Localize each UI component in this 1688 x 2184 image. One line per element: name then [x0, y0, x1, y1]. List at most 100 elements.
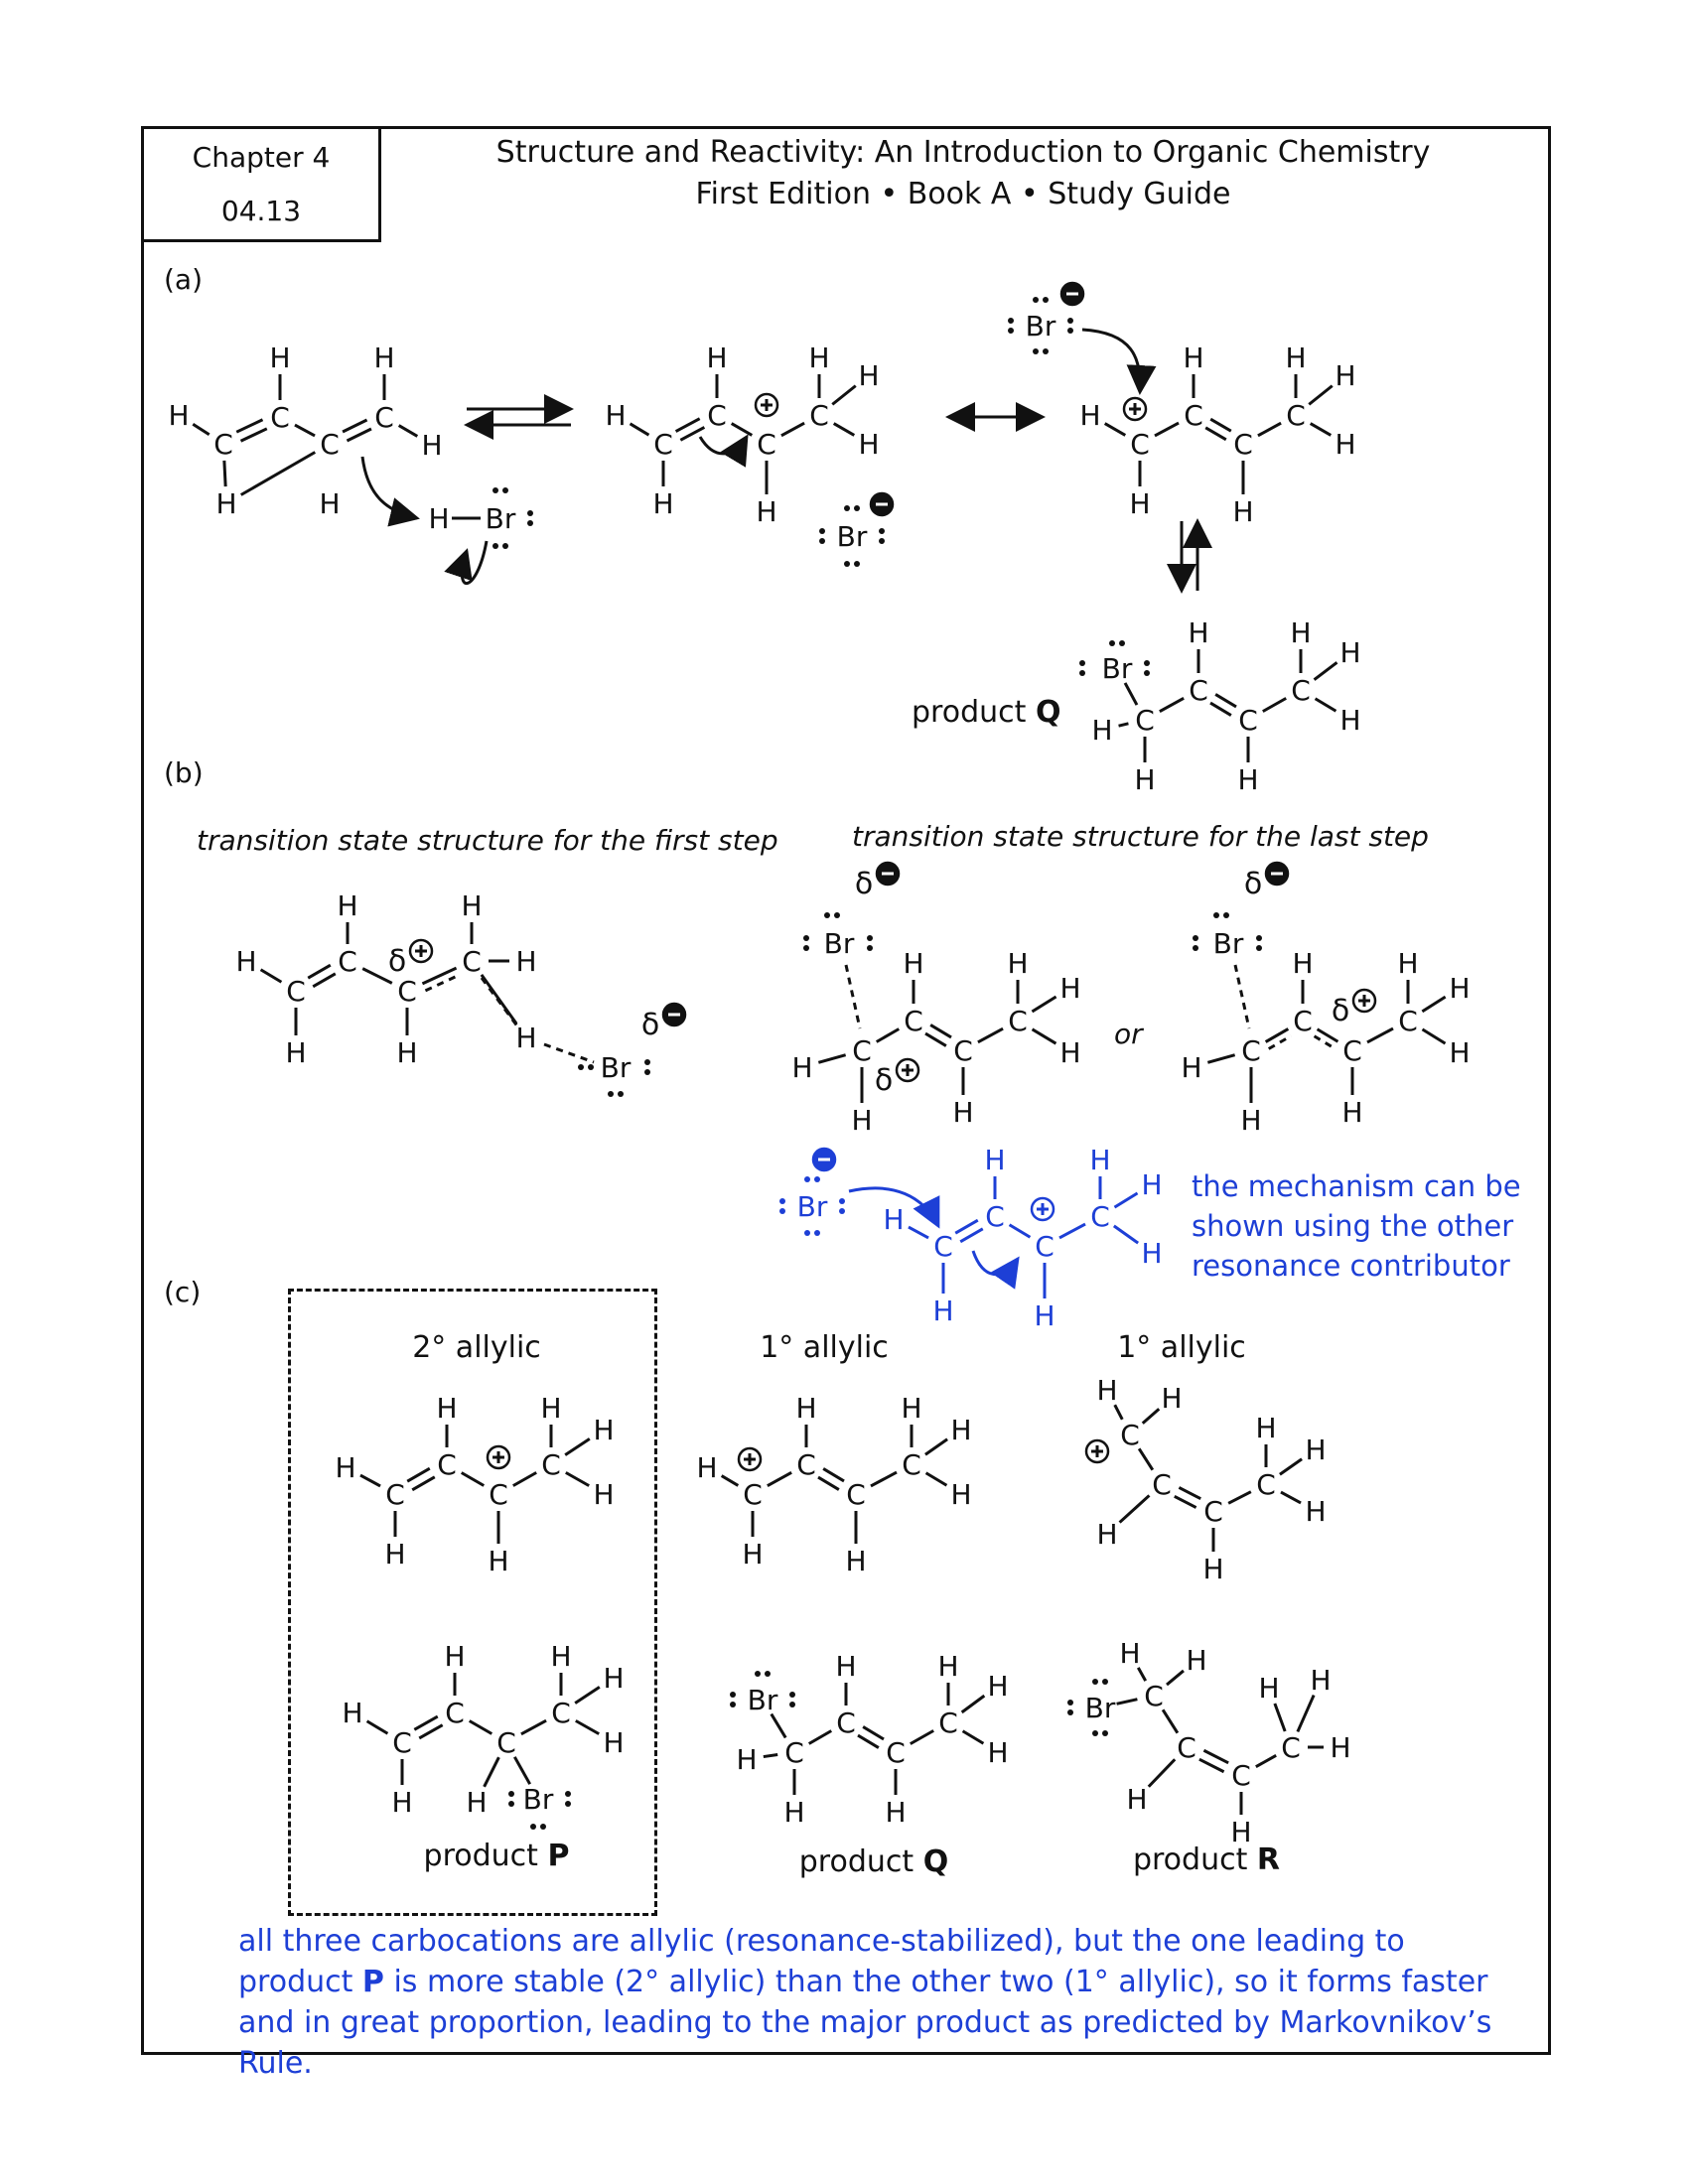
bond	[1118, 1494, 1151, 1524]
atom-label: C	[1293, 1005, 1313, 1037]
lone-pair-dot	[779, 1198, 785, 1204]
atom-label: H	[987, 1670, 1008, 1703]
atom-label: H	[269, 341, 290, 374]
bond	[307, 963, 332, 980]
atom-label: H	[1240, 1104, 1261, 1137]
atom-label: Br	[748, 1684, 778, 1716]
atom-label: δ	[855, 867, 873, 901]
atom-label: H	[285, 1036, 306, 1069]
atom-label: H	[652, 487, 673, 520]
bond	[1031, 1027, 1057, 1045]
lone-pair-dot	[789, 1692, 795, 1698]
atom-label: Br	[1026, 310, 1056, 342]
atom-label: C	[1144, 1680, 1164, 1712]
bond	[929, 1024, 952, 1039]
problem-number: 04.13	[220, 195, 302, 227]
product-q-label: product Q	[745, 1844, 1003, 1879]
atom-label: C	[1256, 1468, 1276, 1501]
atom-label: C	[1231, 1759, 1251, 1792]
bond	[543, 1042, 595, 1064]
curved-arrow	[360, 456, 420, 527]
atom-label: C	[1120, 1419, 1140, 1451]
bond	[421, 966, 458, 986]
bond	[413, 1714, 439, 1731]
charge-symbol	[754, 392, 779, 418]
bond	[1159, 696, 1185, 714]
product-letter: Q	[922, 1844, 949, 1879]
lone-pair-dot	[1256, 945, 1262, 951]
bond	[822, 1467, 845, 1483]
curved-arrow	[698, 434, 749, 468]
atom-label: C	[374, 401, 394, 434]
atom-label: C	[985, 1200, 1005, 1233]
product-p-label: product P	[367, 1839, 626, 1873]
atom-label: H	[696, 1451, 717, 1484]
curved-arrow	[444, 540, 489, 585]
bond	[807, 1729, 833, 1745]
atom-label: Br	[1085, 1692, 1116, 1724]
atom-label: H	[593, 1478, 614, 1511]
bond	[1421, 995, 1447, 1014]
atom-label: H	[1034, 1299, 1055, 1332]
lone-pair-dot	[492, 487, 498, 493]
atom-label: Br	[797, 1190, 828, 1223]
lone-pair-dot	[1008, 318, 1014, 324]
atom-label: C	[1241, 1034, 1261, 1067]
lone-pair-dot	[1067, 328, 1073, 334]
atom-label: H	[950, 1478, 971, 1511]
part-a-label: (a)	[164, 263, 204, 296]
bond	[1296, 1694, 1316, 1733]
atom-label: H	[1397, 947, 1418, 980]
bond	[411, 1475, 436, 1492]
lone-pair-dot	[765, 1671, 771, 1677]
lone-pair-dot	[879, 528, 885, 534]
bond	[1202, 1748, 1229, 1765]
atom-label: H	[1141, 1237, 1162, 1270]
atom-label: H	[1335, 359, 1355, 392]
atom-label: C	[743, 1478, 763, 1511]
bond	[513, 1756, 531, 1785]
bond	[222, 460, 227, 487]
atom-label: H	[1341, 1096, 1362, 1129]
lone-pair-dot	[644, 1069, 650, 1075]
atom-label: C	[1035, 1230, 1055, 1263]
lone-pair-dot	[1102, 1730, 1108, 1736]
atom-label: C	[1184, 399, 1203, 432]
atom-label: H	[952, 1096, 973, 1129]
atom-label: H	[342, 1697, 362, 1729]
bond	[192, 422, 211, 437]
lone-pair-dot	[779, 1208, 785, 1214]
bond	[1313, 661, 1338, 681]
bond	[770, 1712, 787, 1739]
lone-pair-dot	[502, 543, 508, 549]
atom-label: H	[1183, 341, 1203, 374]
bond	[1214, 693, 1237, 709]
atom-label: C	[437, 1448, 457, 1481]
bond	[1308, 384, 1334, 406]
lone-pair-dot	[540, 1824, 546, 1830]
bond	[1279, 1457, 1303, 1476]
bond	[1316, 1027, 1339, 1043]
charge-symbol	[1030, 1196, 1055, 1222]
atom-label: H	[835, 1650, 856, 1683]
atom-label: H	[858, 428, 879, 461]
lone-pair-dot	[1067, 1709, 1073, 1715]
lone-pair-dot	[814, 1230, 820, 1236]
lone-pair-dot	[844, 561, 850, 567]
atom-label: H	[1186, 1644, 1206, 1677]
bond	[1366, 1026, 1394, 1044]
atom-label: H	[987, 1736, 1008, 1769]
atom-label: C	[338, 945, 357, 978]
lone-pair-dot	[502, 487, 508, 493]
book-subtitle: First Edition • Book A • Study Guide	[695, 177, 1231, 211]
bond	[1154, 421, 1180, 438]
lone-pair-dot	[1067, 1700, 1073, 1706]
atom-label: H	[1119, 1637, 1140, 1670]
bond	[418, 1723, 444, 1740]
book-title: Structure and Reactivity: An Introductio…	[495, 135, 1431, 170]
atom-label: C	[392, 1726, 412, 1759]
bond	[1008, 1223, 1032, 1239]
bond	[312, 972, 337, 989]
atom-label: H	[593, 1414, 614, 1446]
